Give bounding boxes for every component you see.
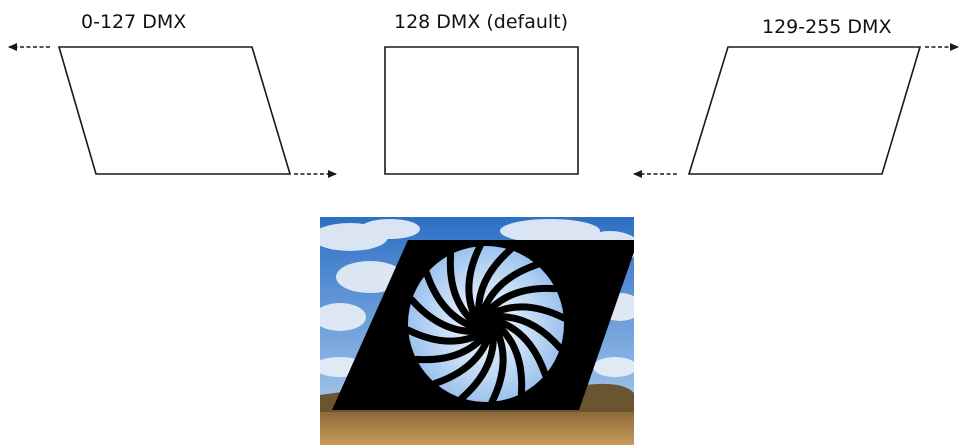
gobo-spoke (446, 250, 480, 328)
gobo-spoke (475, 246, 514, 321)
gobo-spoke (478, 261, 541, 319)
gobo-spoke (465, 242, 484, 324)
gobo-spoke (412, 330, 490, 364)
shape-right-keystone (687, 46, 922, 175)
shape-center-rectangle (384, 46, 579, 175)
field-foreground (320, 412, 634, 445)
shape-left-keystone (57, 46, 292, 175)
gobo-spoke (408, 296, 483, 335)
gobo-spoke (458, 327, 497, 402)
projection-example-image (320, 217, 634, 445)
gobo-spoke (486, 303, 568, 322)
gobo-spoke (404, 326, 486, 345)
projection-scene (320, 217, 634, 445)
keystone-diagram (8, 43, 959, 178)
spiral-gobo-icon (404, 242, 568, 406)
gobo-spoke (492, 320, 526, 398)
gobo-spoke (482, 284, 560, 318)
gobo-spoke (488, 324, 507, 406)
gobo-spoke (423, 269, 481, 332)
label-0-127-dmx: 0-127 DMX (81, 11, 187, 33)
gobo-spoke (491, 316, 549, 379)
gobo-spoke (431, 329, 494, 387)
gobo-spoke (489, 313, 564, 352)
label-128-dmx-default: 128 DMX (default) (394, 11, 569, 33)
label-129-255-dmx: 129-255 DMX (762, 16, 892, 38)
